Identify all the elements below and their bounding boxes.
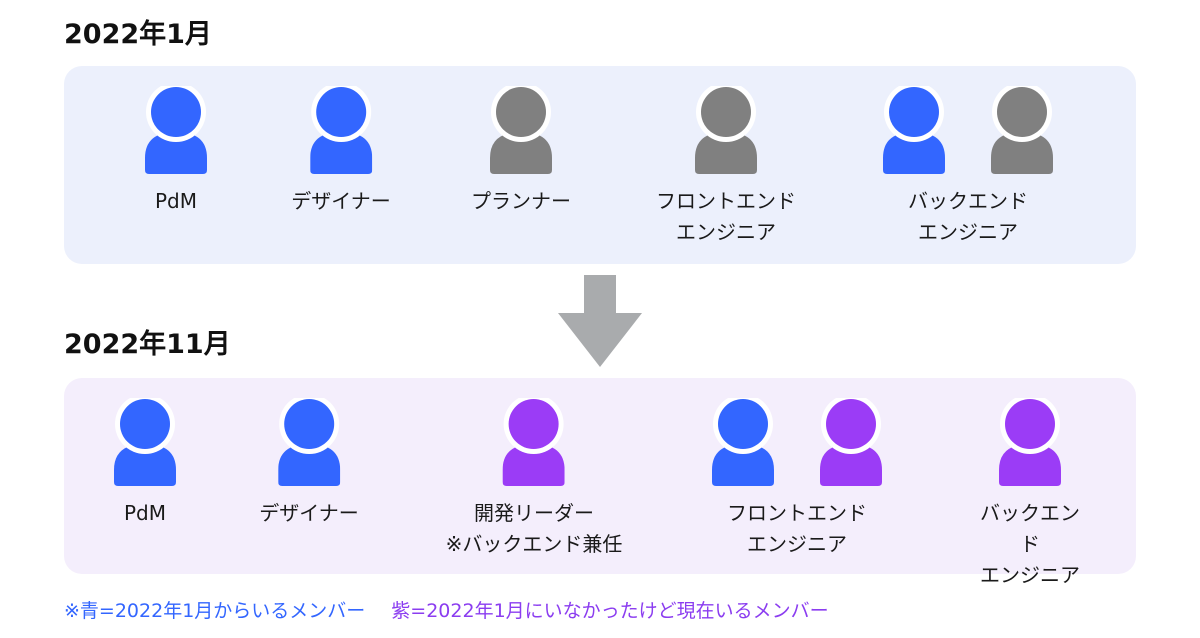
- member-group: [309, 86, 372, 174]
- person-icon: [695, 86, 757, 174]
- role-label: プランナー: [471, 189, 571, 213]
- legend-footnote: ※青=2022年1月からいるメンバー 紫=2022年1月にいなかったけど現在いるメ…: [64, 596, 829, 623]
- role-label: デザイナー: [291, 189, 391, 213]
- person-icon: [490, 86, 552, 174]
- member-group: [695, 86, 757, 174]
- team-panel-nov-2022: PdM デザイナー 開発リーダー ※バックエンド兼任 フロントエンド エンジニア…: [64, 378, 1136, 587]
- arrow-down-icon: [558, 275, 642, 367]
- person-icon: [114, 398, 176, 486]
- role-label: バックエンド エンジニア: [908, 189, 1028, 244]
- role-frontend-engineer: フロントエンド エンジニア: [712, 378, 882, 574]
- person-icon: [883, 86, 945, 174]
- role-backend-engineer: バックエンド エンジニア: [977, 378, 1083, 587]
- member-group: [277, 398, 340, 486]
- member-group: [502, 398, 565, 486]
- person-icon: [277, 398, 340, 486]
- role-label: フロントエンド エンジニア: [656, 189, 796, 244]
- role-backend-engineer: バックエンド エンジニア: [883, 66, 1053, 264]
- role-label: PdM: [123, 501, 166, 525]
- member-group: [114, 398, 176, 486]
- role-dev-leader: 開発リーダー ※バックエンド兼任: [445, 378, 623, 574]
- member-group: [490, 86, 552, 174]
- section-title-nov-2022: 2022年11月: [64, 329, 231, 360]
- role-pdm: PdM: [145, 66, 207, 264]
- person-icon: [145, 86, 207, 174]
- role-designer: デザイナー: [291, 66, 391, 264]
- role-label: 開発リーダー ※バックエンド兼任: [445, 501, 623, 556]
- legend-blue-text: ※青=2022年1月からいるメンバー: [64, 600, 366, 622]
- legend-purple-text: 紫=2022年1月にいなかったけど現在いるメンバー: [391, 600, 829, 622]
- team-panel-jan-2022: PdM デザイナー プランナー フロントエンド エンジニア バックエンド エンジ…: [64, 66, 1136, 264]
- role-pdm: PdM: [114, 378, 176, 574]
- member-group: [712, 398, 882, 486]
- member-group: [145, 86, 207, 174]
- role-designer: デザイナー: [259, 378, 359, 574]
- person-icon: [309, 86, 372, 174]
- person-icon: [991, 86, 1053, 174]
- role-frontend-engineer: フロントエンド エンジニア: [656, 66, 796, 264]
- person-icon: [502, 398, 565, 486]
- person-icon: [712, 398, 774, 486]
- section-title-jan-2022: 2022年1月: [64, 19, 212, 50]
- role-label: バックエンド エンジニア: [980, 501, 1080, 587]
- role-planner: プランナー: [471, 66, 571, 264]
- role-label: フロントエンド エンジニア: [727, 501, 867, 556]
- person-icon: [999, 398, 1061, 486]
- member-group: [883, 86, 1053, 174]
- role-label: デザイナー: [259, 501, 359, 525]
- member-group: [999, 398, 1061, 486]
- person-icon: [820, 398, 882, 486]
- role-label: PdM: [154, 189, 197, 213]
